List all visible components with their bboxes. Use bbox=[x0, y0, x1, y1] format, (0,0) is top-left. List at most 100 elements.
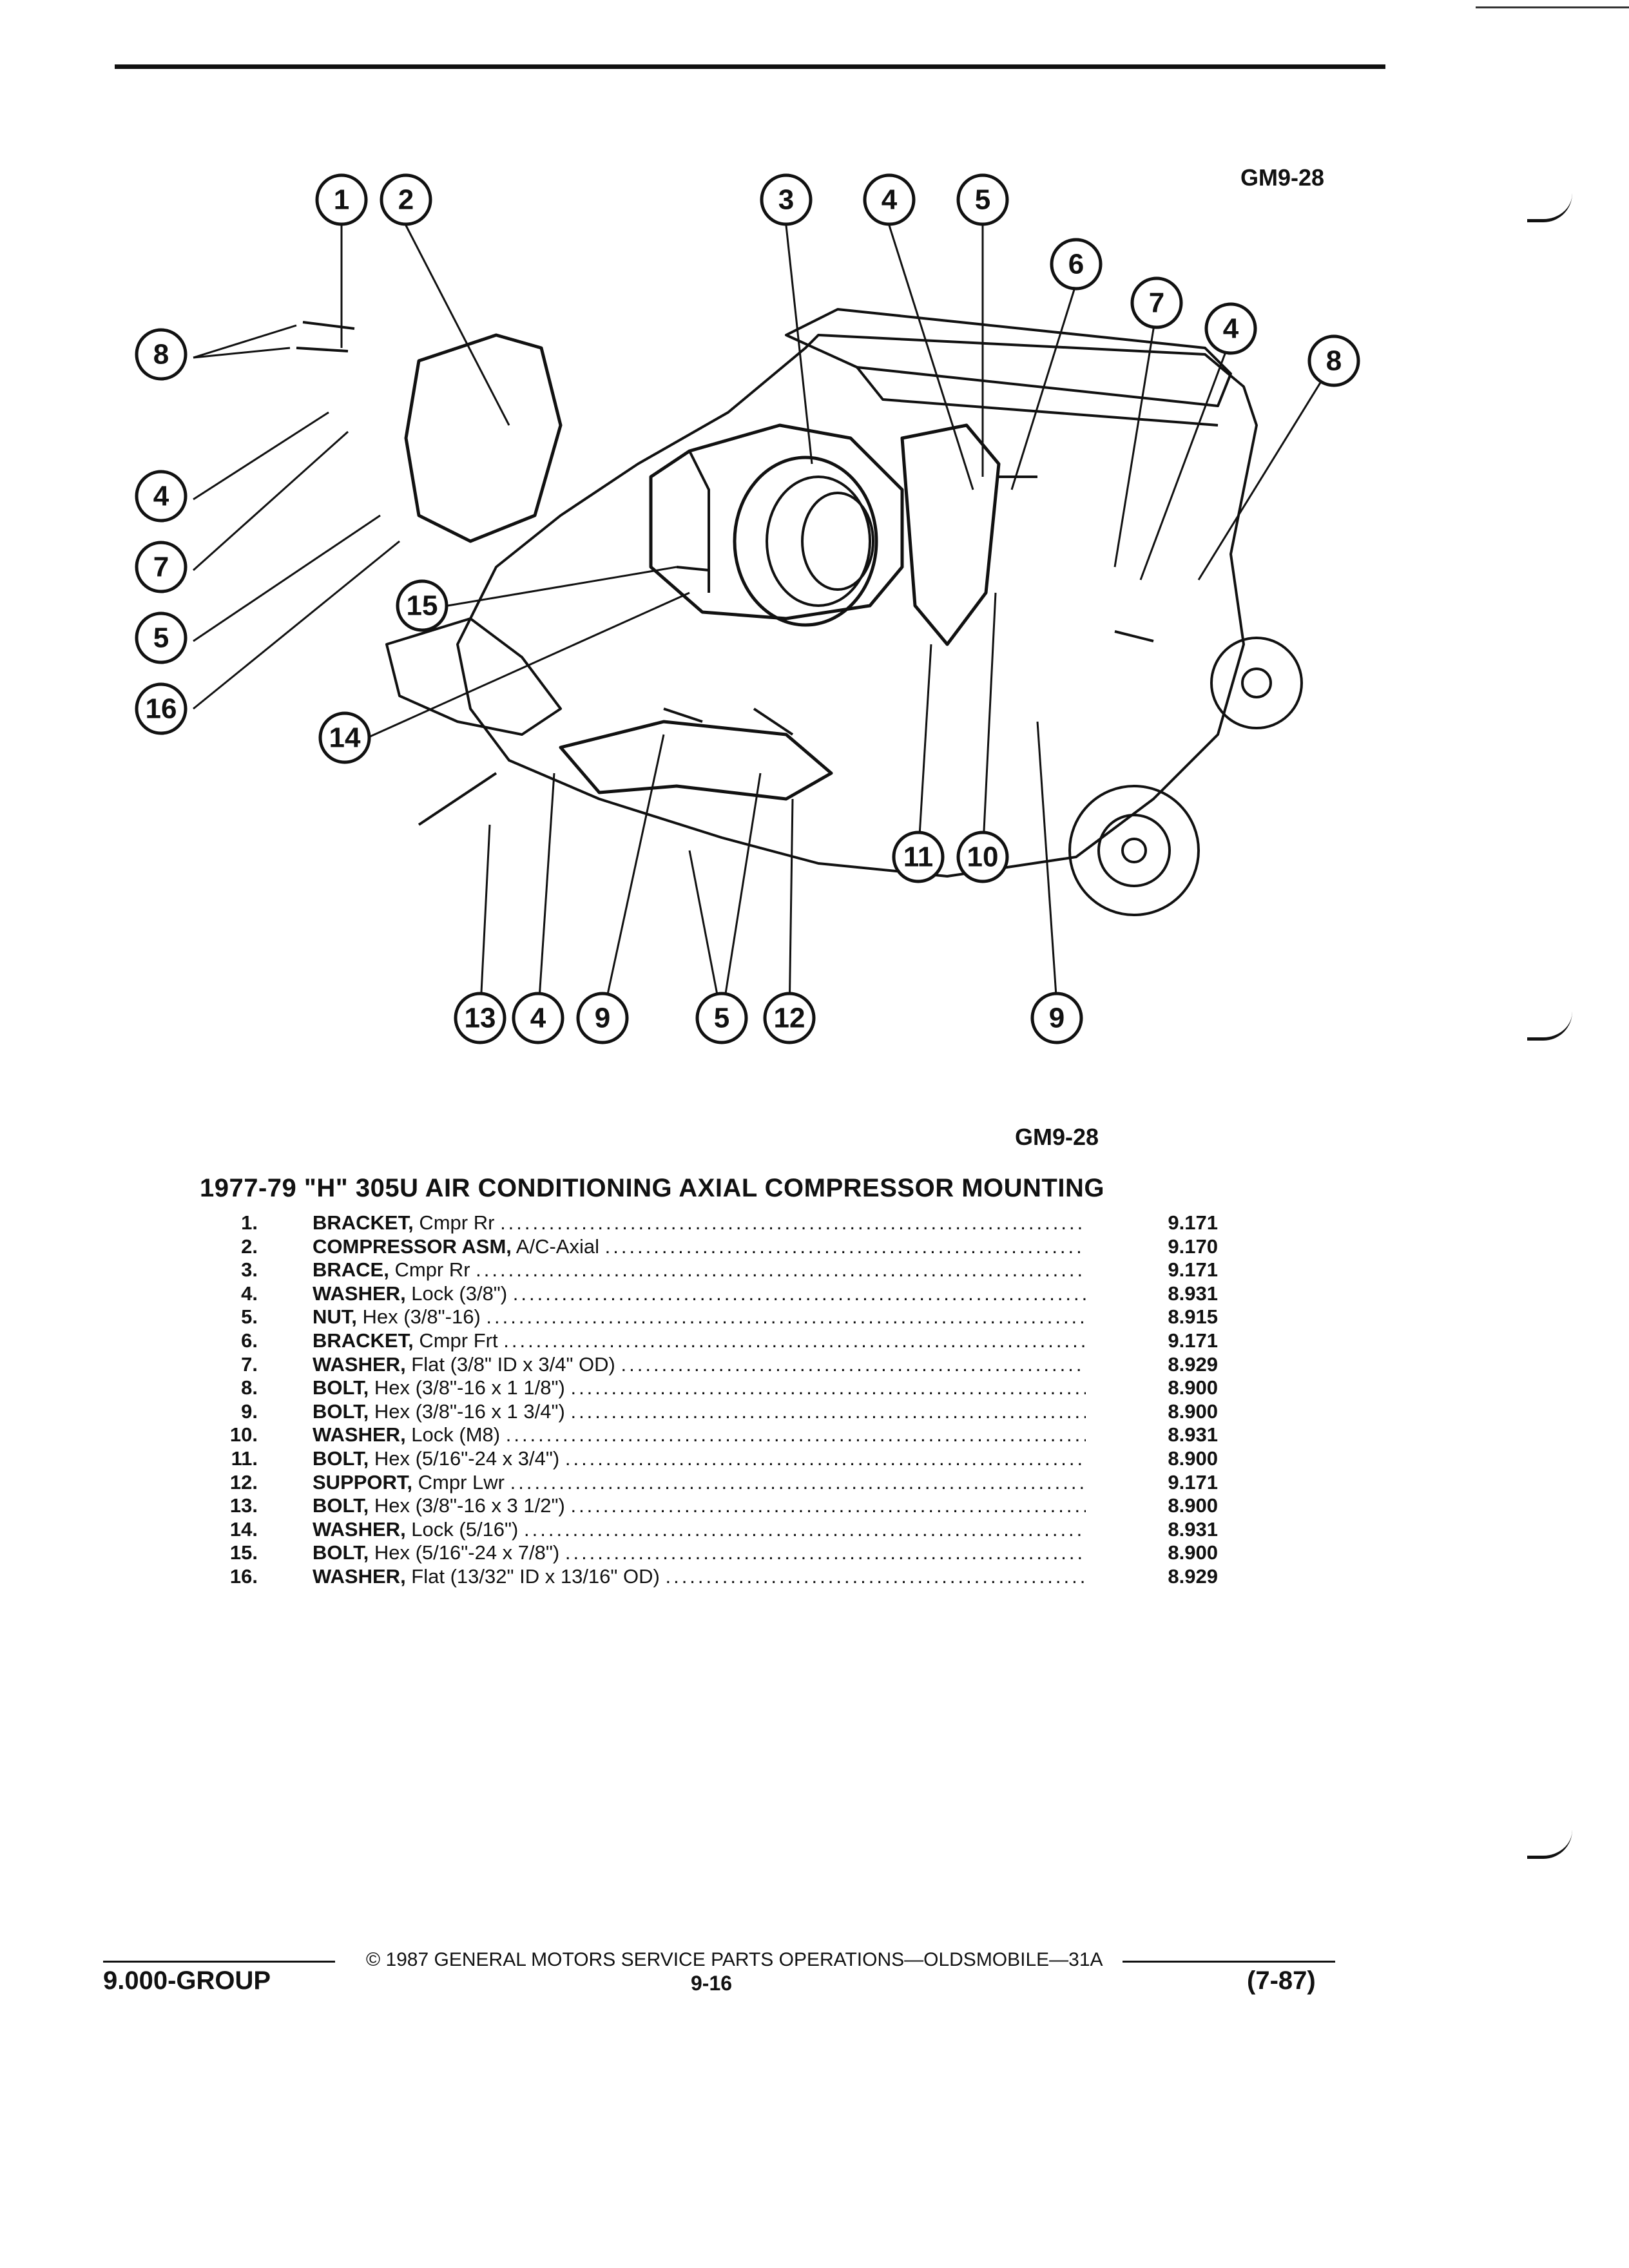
leader-dots: ........................................… bbox=[500, 1211, 1086, 1234]
svg-text:4: 4 bbox=[1223, 313, 1239, 345]
callout-12: 12 bbox=[763, 992, 816, 1044]
part-group-ref: 8.931 bbox=[1168, 1282, 1218, 1305]
part-number: 9. bbox=[241, 1399, 258, 1423]
footer-rule-right bbox=[1123, 1961, 1335, 1963]
part-row: 3.BRACE, Cmpr Rr .......................… bbox=[200, 1258, 1218, 1282]
leader-dots: ........................................… bbox=[564, 1446, 1086, 1470]
svg-text:15: 15 bbox=[407, 590, 438, 622]
part-description: WASHER, Lock (5/16") ...................… bbox=[313, 1518, 1086, 1541]
callout-13: 13 bbox=[454, 992, 506, 1044]
part-group-ref: 8.900 bbox=[1168, 1541, 1218, 1564]
revision-date: (7-87) bbox=[1247, 1966, 1316, 1995]
svg-text:14: 14 bbox=[329, 722, 361, 754]
part-group-ref: 8.900 bbox=[1168, 1446, 1218, 1470]
part-number: 13. bbox=[229, 1494, 258, 1517]
part-row: 11.BOLT, Hex (5/16"-24 x 3/4") .........… bbox=[200, 1447, 1218, 1471]
part-number: 11. bbox=[231, 1446, 258, 1470]
leader-dots: ........................................… bbox=[505, 1423, 1086, 1446]
svg-text:16: 16 bbox=[146, 693, 177, 725]
part-number: 15. bbox=[229, 1541, 258, 1564]
part-description: WASHER, Flat (3/8" ID x 3/4" OD) .......… bbox=[313, 1353, 1086, 1376]
leader-dots: ........................................… bbox=[665, 1564, 1086, 1588]
part-description: BRACKET, Cmpr Frt ......................… bbox=[313, 1329, 1086, 1352]
callout-5: 5 bbox=[135, 611, 188, 664]
callout-8: 8 bbox=[1307, 334, 1360, 387]
svg-text:9: 9 bbox=[1049, 1003, 1065, 1034]
svg-text:5: 5 bbox=[153, 622, 169, 654]
part-row: 8. BOLT, Hex (3/8"-16 x 1 1/8") .........… bbox=[200, 1376, 1218, 1400]
svg-text:5: 5 bbox=[714, 1003, 729, 1034]
svg-text:8: 8 bbox=[153, 339, 169, 370]
callout-14: 14 bbox=[318, 711, 371, 764]
leader-dots: ........................................… bbox=[476, 1258, 1086, 1282]
leader-dots: ........................................… bbox=[570, 1399, 1086, 1423]
part-row: 14.WASHER, Lock (5/16") ................… bbox=[200, 1518, 1218, 1542]
page-title: 1977-79 "H" 305U AIR CONDITIONING AXIAL … bbox=[200, 1174, 1104, 1202]
part-description: BOLT, Hex (3/8"-16 x 1 1/8") ...........… bbox=[313, 1376, 1086, 1399]
part-description: BOLT, Hex (3/8"-16 x 3 1/2") ...........… bbox=[313, 1494, 1086, 1517]
part-number: 2. bbox=[241, 1235, 258, 1258]
part-group-ref: 9.171 bbox=[1168, 1329, 1218, 1352]
leader-dots: ........................................… bbox=[621, 1352, 1086, 1376]
part-row: 1.BRACKET, Cmpr Rr .....................… bbox=[200, 1211, 1218, 1235]
part-row: 16.WASHER, Flat (13/32" ID x 13/16" OD) … bbox=[200, 1565, 1218, 1589]
svg-text:8: 8 bbox=[1326, 345, 1342, 377]
callout-15: 15 bbox=[396, 579, 448, 632]
scan-mark bbox=[1527, 1012, 1572, 1041]
callout-2: 2 bbox=[380, 173, 432, 226]
part-description: SUPPORT, Cmpr Lwr ......................… bbox=[313, 1471, 1086, 1494]
part-row: 13. BOLT, Hex (3/8"-16 x 3 1/2") ........… bbox=[200, 1494, 1218, 1518]
svg-text:13: 13 bbox=[465, 1003, 496, 1034]
callout-11: 11 bbox=[892, 831, 945, 883]
part-group-ref: 9.171 bbox=[1168, 1211, 1218, 1234]
leader-dots: ........................................… bbox=[570, 1376, 1086, 1399]
svg-text:12: 12 bbox=[774, 1003, 805, 1034]
part-group-ref: 8.900 bbox=[1168, 1494, 1218, 1517]
part-number: 12. bbox=[229, 1470, 258, 1494]
scan-mark bbox=[1527, 193, 1572, 222]
svg-text:3: 3 bbox=[778, 184, 794, 216]
part-description: BOLT, Hex (5/16"-24 x 7/8") ............… bbox=[313, 1541, 1086, 1564]
scan-mark bbox=[1527, 1830, 1572, 1859]
svg-text:1: 1 bbox=[334, 184, 349, 216]
part-row: 10.WASHER, Lock (M8) ...................… bbox=[200, 1423, 1218, 1447]
page-number: 9-16 bbox=[691, 1972, 733, 1995]
svg-text:2: 2 bbox=[398, 184, 414, 216]
part-number: 8. bbox=[241, 1376, 258, 1399]
callout-5: 5 bbox=[956, 173, 1009, 226]
svg-text:4: 4 bbox=[882, 184, 898, 216]
svg-text:7: 7 bbox=[153, 552, 169, 583]
part-group-ref: 8.931 bbox=[1168, 1517, 1218, 1541]
figure-code-bottom: GM9-28 bbox=[1015, 1124, 1099, 1150]
leader-dots: ........................................… bbox=[564, 1541, 1086, 1564]
callout-4: 4 bbox=[135, 470, 188, 523]
part-number: 1. bbox=[241, 1211, 258, 1234]
callout-1: 1 bbox=[315, 173, 368, 226]
part-group-ref: 8.900 bbox=[1168, 1376, 1218, 1399]
part-number: 10. bbox=[229, 1423, 258, 1446]
part-row: 2. COMPRESSOR ASM, A/C-Axial ............… bbox=[200, 1235, 1218, 1259]
callout-7: 7 bbox=[135, 541, 188, 593]
callout-16: 16 bbox=[135, 682, 188, 735]
parts-list: 1.BRACKET, Cmpr Rr .....................… bbox=[200, 1211, 1218, 1589]
part-description: WASHER, Lock (3/8") ....................… bbox=[313, 1282, 1086, 1305]
part-description: BOLT, Hex (3/8"-16 x 1 3/4") ...........… bbox=[313, 1400, 1086, 1423]
callout-4: 4 bbox=[512, 992, 564, 1044]
part-description: BRACE, Cmpr Rr .........................… bbox=[313, 1258, 1086, 1282]
part-group-ref: 9.171 bbox=[1168, 1470, 1218, 1494]
leader-dots: ........................................… bbox=[510, 1470, 1086, 1494]
callout-10: 10 bbox=[956, 831, 1009, 883]
svg-text:7: 7 bbox=[1149, 287, 1164, 319]
copyright-notice: © 1987 GENERAL MOTORS SERVICE PARTS OPER… bbox=[366, 1949, 1103, 1970]
callout-3: 3 bbox=[760, 173, 813, 226]
part-description: WASHER, Flat (13/32" ID x 13/16" OD) ...… bbox=[313, 1565, 1086, 1588]
part-row: 6.BRACKET, Cmpr Frt ....................… bbox=[200, 1329, 1218, 1353]
callout-4: 4 bbox=[863, 173, 916, 226]
engine-block-drawing bbox=[192, 225, 1335, 1019]
svg-text:5: 5 bbox=[975, 184, 990, 216]
svg-text:9: 9 bbox=[595, 1003, 610, 1034]
part-description: COMPRESSOR ASM, A/C-Axial ..............… bbox=[313, 1235, 1086, 1258]
callout-6: 6 bbox=[1050, 238, 1103, 291]
